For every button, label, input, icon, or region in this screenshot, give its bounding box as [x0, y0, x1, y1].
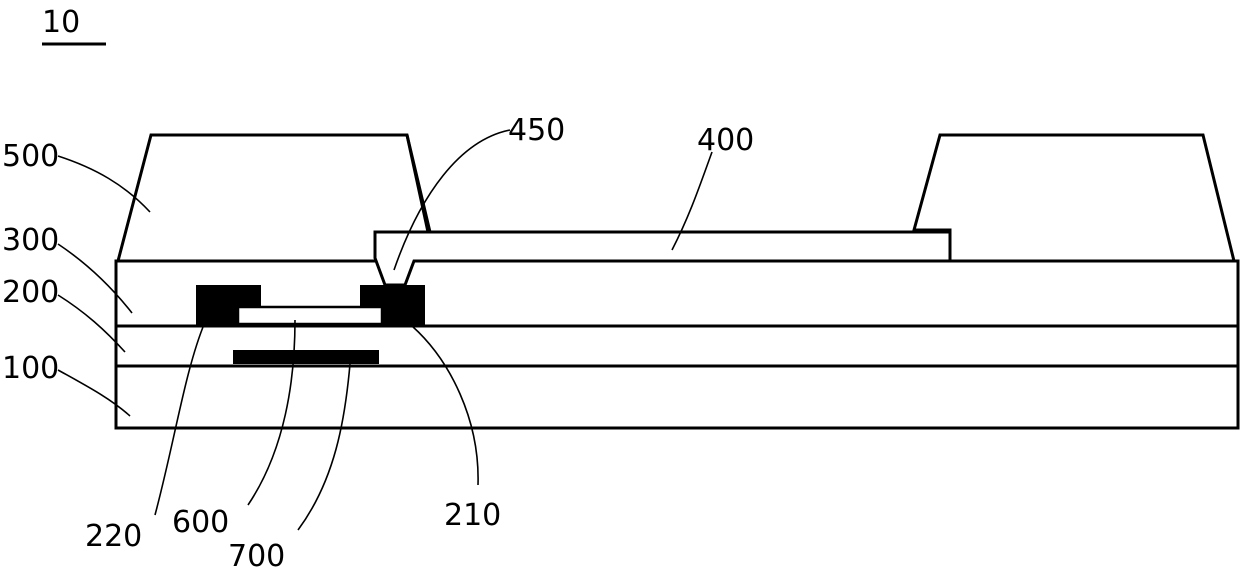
leader-220 — [155, 322, 205, 515]
label-500: 500 — [2, 139, 59, 174]
label-600: 600 — [172, 505, 229, 540]
label-300: 300 — [2, 223, 59, 258]
label-200: 200 — [2, 275, 59, 310]
label-220: 220 — [85, 519, 142, 554]
electrode-400 — [375, 232, 950, 285]
label-700: 700 — [228, 539, 285, 574]
active-layer-600 — [238, 307, 382, 324]
leader-210 — [412, 326, 478, 485]
leader-700 — [298, 364, 350, 530]
label-400: 400 — [697, 123, 754, 158]
label-210: 210 — [444, 498, 501, 533]
figure-number: 10 — [42, 5, 80, 40]
bank-500-left-edge — [407, 135, 428, 232]
bank-500-right — [914, 135, 1234, 261]
leader-100 — [58, 370, 130, 416]
gate-700 — [233, 350, 379, 364]
label-100: 100 — [2, 351, 59, 386]
leader-600 — [248, 320, 295, 505]
leader-500 — [58, 156, 150, 212]
label-450: 450 — [508, 113, 565, 148]
